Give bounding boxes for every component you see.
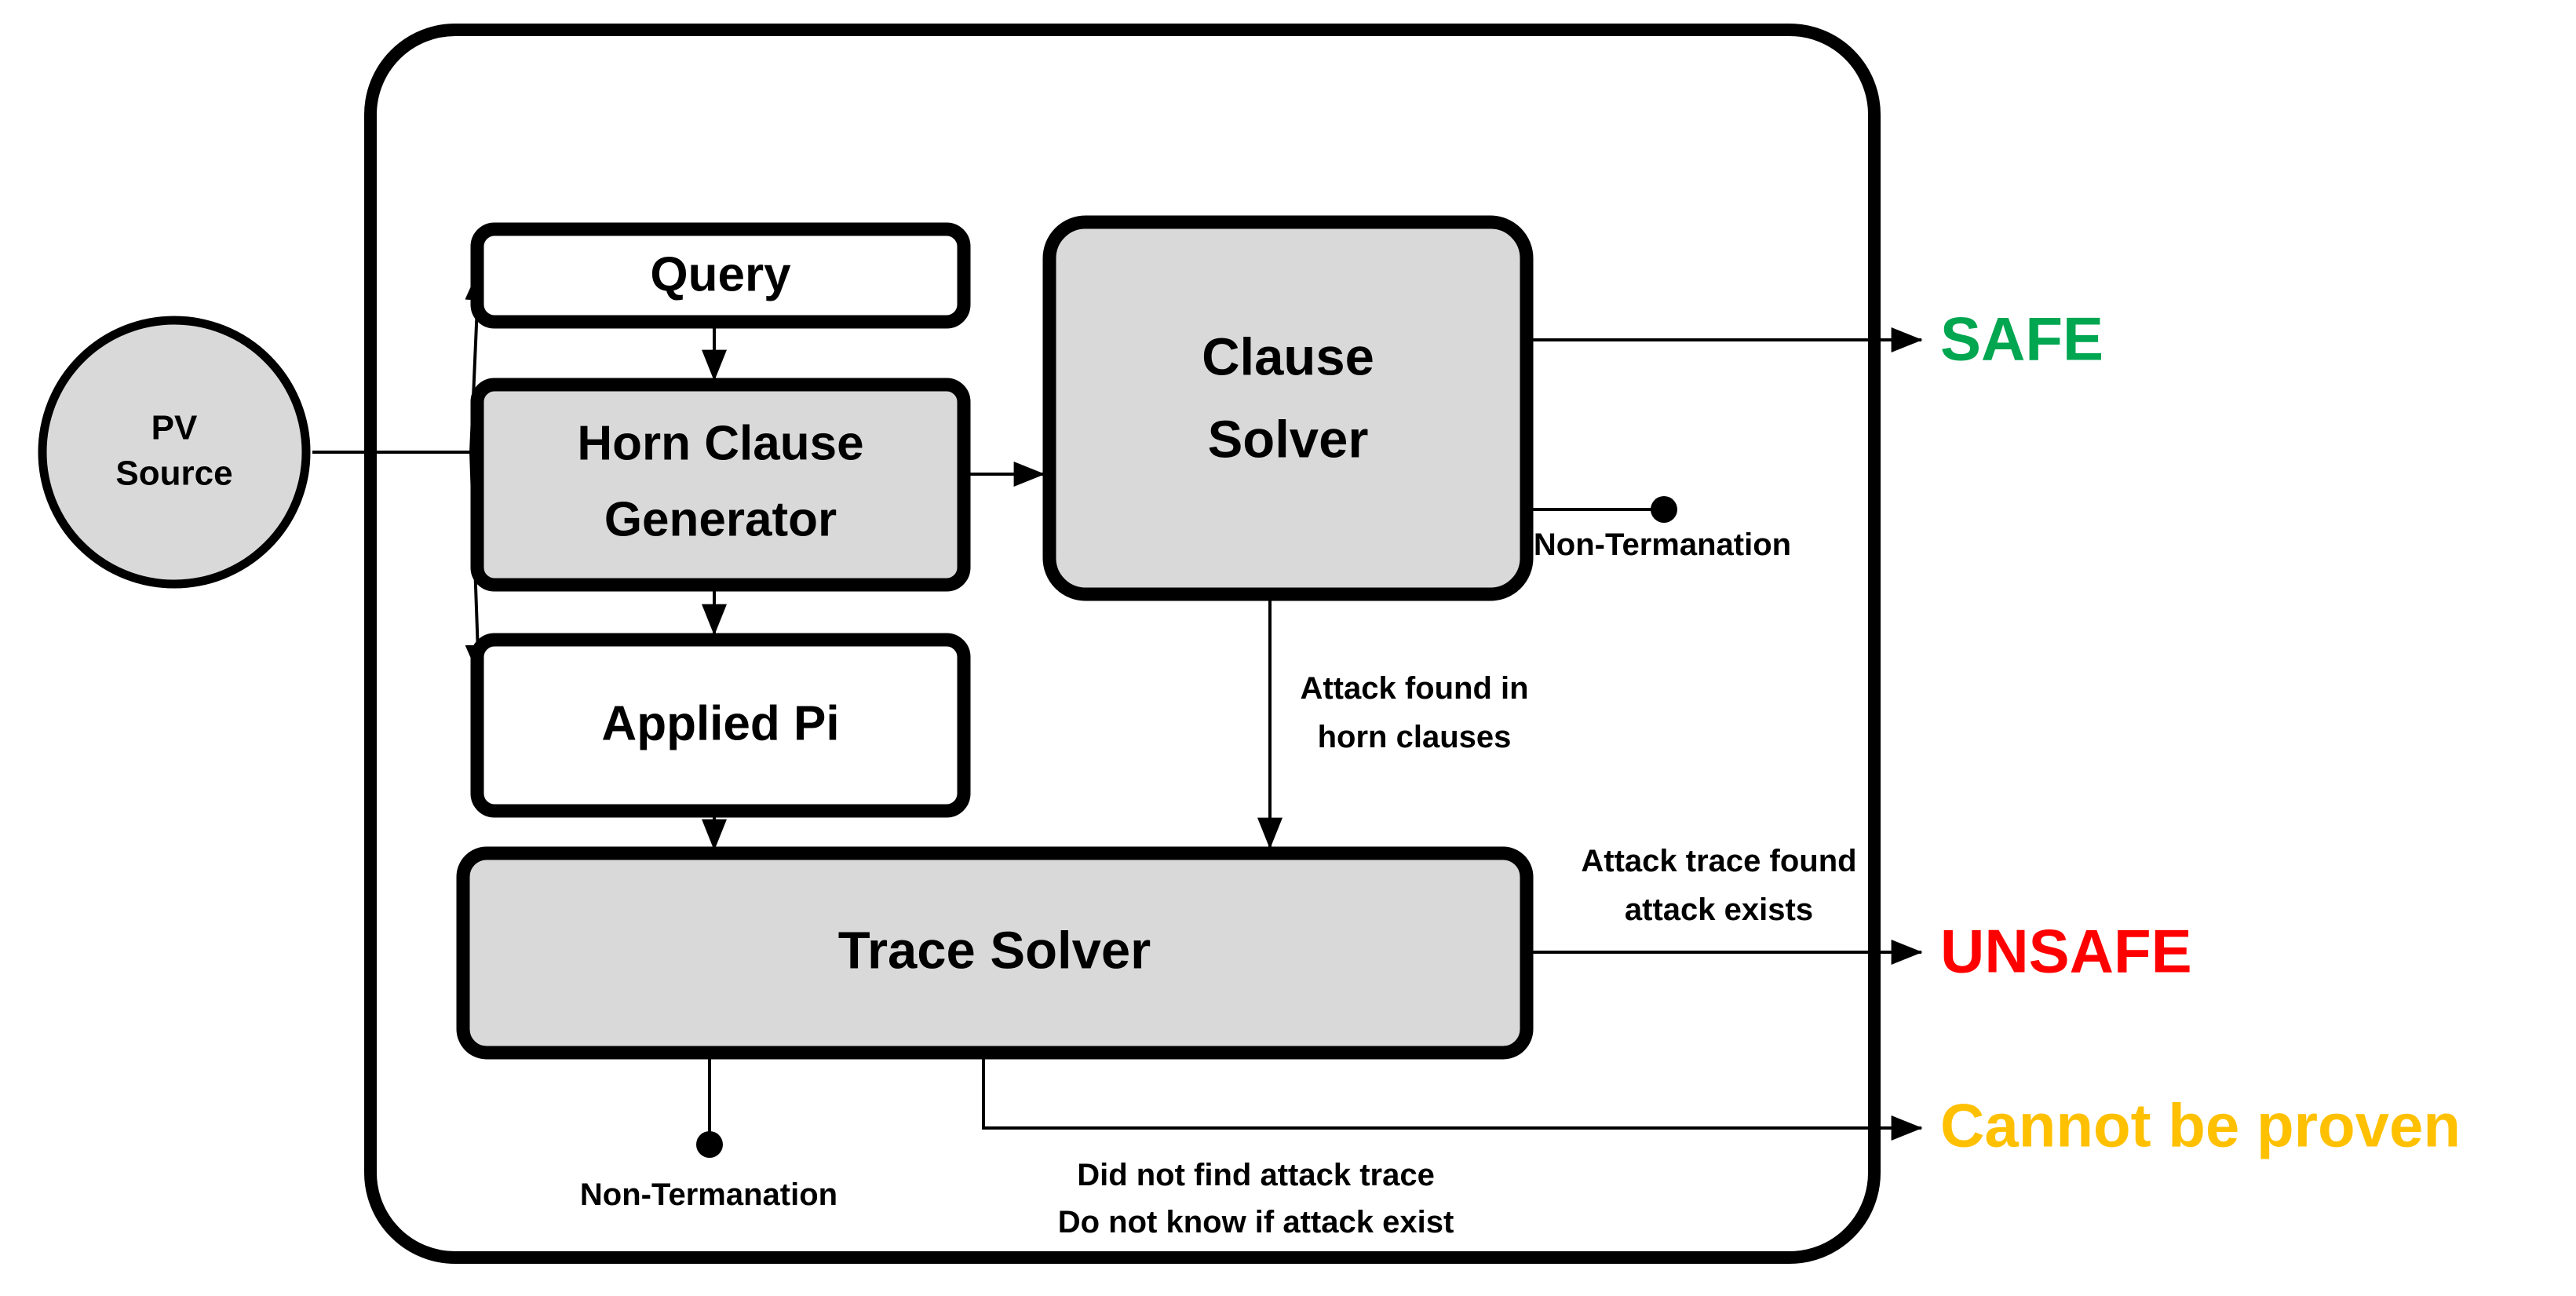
- nontermination-dot-clause-solver: [1651, 496, 1677, 523]
- node-horn-clause-generator-line2: Generator: [604, 492, 837, 546]
- node-pv-source-line2: Source: [115, 455, 232, 493]
- edge-label-attack-found-in-horn-clauses-line1: Attack found in: [1300, 671, 1528, 706]
- edge-label-attack-found-in-horn-clauses-line2: horn clauses: [1318, 720, 1512, 754]
- edge-label-trace-solver-nontermination: Non-Termanation: [580, 1177, 837, 1212]
- outcome-cannot-be-proven: Cannot be proven: [1940, 1091, 2461, 1160]
- node-horn-clause-generator[interactable]: [470, 378, 971, 592]
- node-query[interactable]: [470, 222, 971, 329]
- outcome-safe: SAFE: [1940, 305, 2103, 374]
- node-horn-clause-generator-line1: Horn Clause: [577, 416, 863, 470]
- node-clause-solver[interactable]: [1042, 215, 1534, 601]
- node-clause-solver-line2: Solver: [1208, 411, 1369, 469]
- node-trace-solver-label: Trace Solver: [838, 922, 1151, 980]
- edge-label-did-not-find-attack-trace-line2: Do not know if attack exist: [1058, 1205, 1454, 1239]
- edge-label-clause-solver-nontermination: Non-Termanation: [1534, 528, 1791, 562]
- nontermination-dot-trace-solver: [696, 1131, 723, 1158]
- node-clause-solver-line1: Clause: [1202, 328, 1374, 387]
- edge-label-did-not-find-attack-trace-line1: Did not find attack trace: [1077, 1158, 1435, 1192]
- outcome-unsafe: UNSAFE: [1940, 917, 2192, 986]
- node-applied-pi[interactable]: [470, 633, 971, 818]
- node-pv-source-line1: PV: [151, 409, 198, 447]
- node-trace-solver[interactable]: [456, 846, 1534, 1060]
- edge-label-attack-trace-found-line1: Attack trace found: [1581, 844, 1856, 878]
- node-pv-source[interactable]: [38, 316, 311, 589]
- node-query-label: Query: [650, 247, 791, 301]
- node-applied-pi-label: Applied Pi: [601, 696, 839, 750]
- edge-trace-solver-to-cannot-be-proven: [982, 1054, 1923, 1141]
- edge-label-attack-trace-found-line2: attack exists: [1625, 893, 1813, 927]
